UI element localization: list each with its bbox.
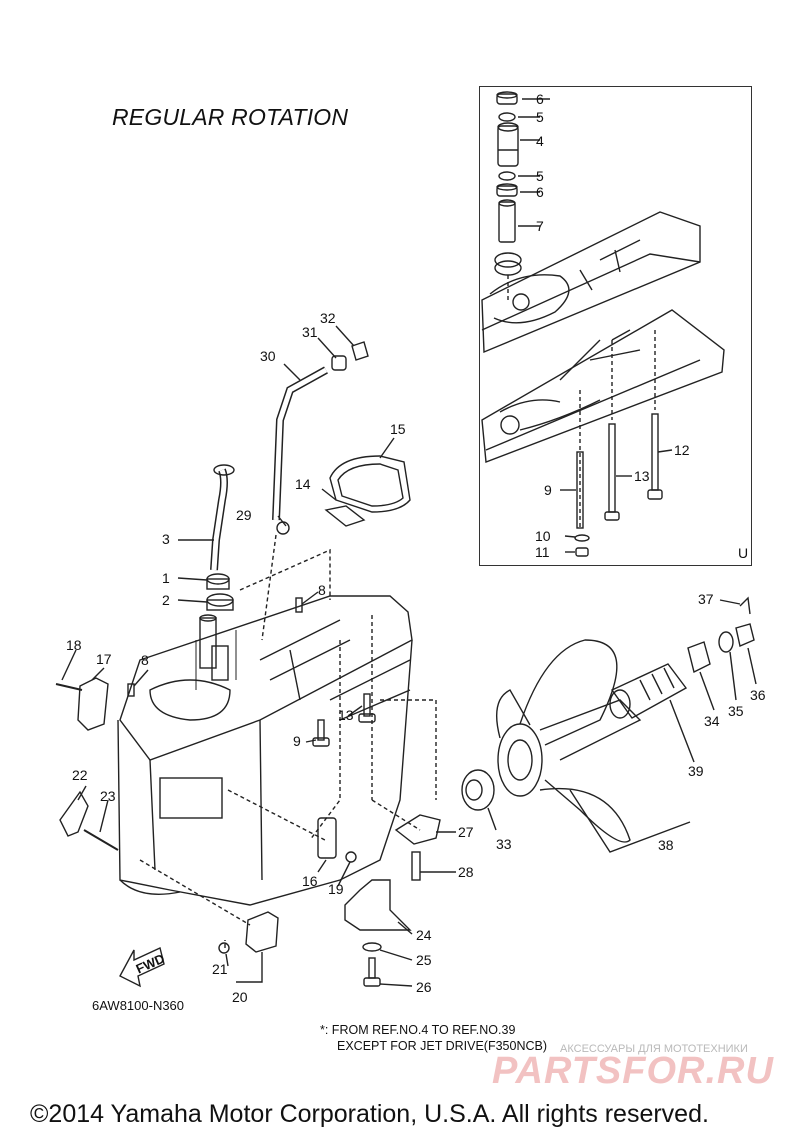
note-line: EXCEPT FOR JET DRIVE(F350NCB) (337, 1039, 547, 1053)
callout-label: 20 (232, 989, 248, 1005)
callout-label: 6 (536, 184, 544, 200)
callout-label: 34 (704, 713, 720, 729)
callout-label: 5 (536, 168, 544, 184)
callout-label: 30 (260, 348, 276, 364)
inset-drawing (481, 91, 725, 557)
callout-label: 5 (536, 109, 544, 125)
callout-label: 3 (162, 531, 170, 547)
callout-label: 8 (318, 582, 326, 598)
callout-label: 21 (212, 961, 228, 977)
callout-label: 12 (674, 442, 690, 458)
diagram-title: REGULAR ROTATION (112, 104, 349, 130)
main-drawing (55, 325, 757, 988)
callout-label: 2 (162, 592, 170, 608)
watermark-tagline: АКСЕССУАРЫ ДЛЯ МОТОТЕХНИКИ (560, 1043, 748, 1055)
callout-label: 13 (634, 468, 650, 484)
callout-label: 28 (458, 864, 474, 880)
callout-label: 11 (535, 544, 550, 560)
parts-diagram: 6 5 4 5 6 7 12 13 9 10 11 32 31 30 15 14… (55, 91, 766, 1005)
callout-label: 10 (535, 528, 551, 544)
callout-label: 33 (496, 836, 512, 852)
inset-box (479, 86, 752, 566)
callout-label: 37 (698, 591, 714, 607)
callout-label: 9 (544, 482, 552, 498)
callout-label: 9 (293, 733, 301, 749)
callout-label: 26 (416, 979, 432, 995)
callout-label: 15 (390, 421, 406, 437)
callout-label: 23 (100, 788, 116, 804)
callout-label: 7 (536, 218, 544, 234)
callout-label: 8 (141, 652, 149, 668)
callout-label: 4 (536, 133, 544, 149)
copyright-text: ©2014 Yamaha Motor Corporation, U.S.A. A… (30, 1100, 709, 1128)
callout-label: 19 (328, 881, 344, 897)
callout-label: 16 (302, 873, 318, 889)
callout-label: 25 (416, 952, 432, 968)
callout-label: 17 (96, 651, 112, 667)
fwd-label: FWD (134, 951, 167, 977)
callout-labels: 6 5 4 5 6 7 12 13 9 10 11 32 31 30 15 14… (66, 91, 766, 1005)
callout-label: 14 (295, 476, 311, 492)
callout-label: 6 (536, 91, 544, 107)
callout-label: 32 (320, 310, 336, 326)
callout-label: 39 (688, 763, 704, 779)
callout-label: 31 (302, 324, 318, 340)
callout-label: 22 (72, 767, 88, 783)
callout-label: 24 (416, 927, 432, 943)
note-line: *: FROM REF.NO.4 TO REF.NO.39 (320, 1023, 516, 1037)
inset-mark: U (738, 545, 748, 561)
callout-label: 29 (236, 507, 252, 523)
watermark-brand: PARTSFOR.RU (492, 1050, 774, 1092)
callout-label: 18 (66, 637, 82, 653)
callout-label: 38 (658, 837, 674, 853)
callout-label: 35 (728, 703, 744, 719)
callout-label: 27 (458, 824, 474, 840)
diagram-code: 6AW8100-N360 (92, 998, 185, 1013)
callout-label: 36 (750, 687, 766, 703)
reference-note: *: FROM REF.NO.4 TO REF.NO.39 EXCEPT FOR… (320, 1022, 547, 1054)
callout-label: 1 (162, 570, 170, 586)
callout-label: 13 (338, 707, 354, 723)
